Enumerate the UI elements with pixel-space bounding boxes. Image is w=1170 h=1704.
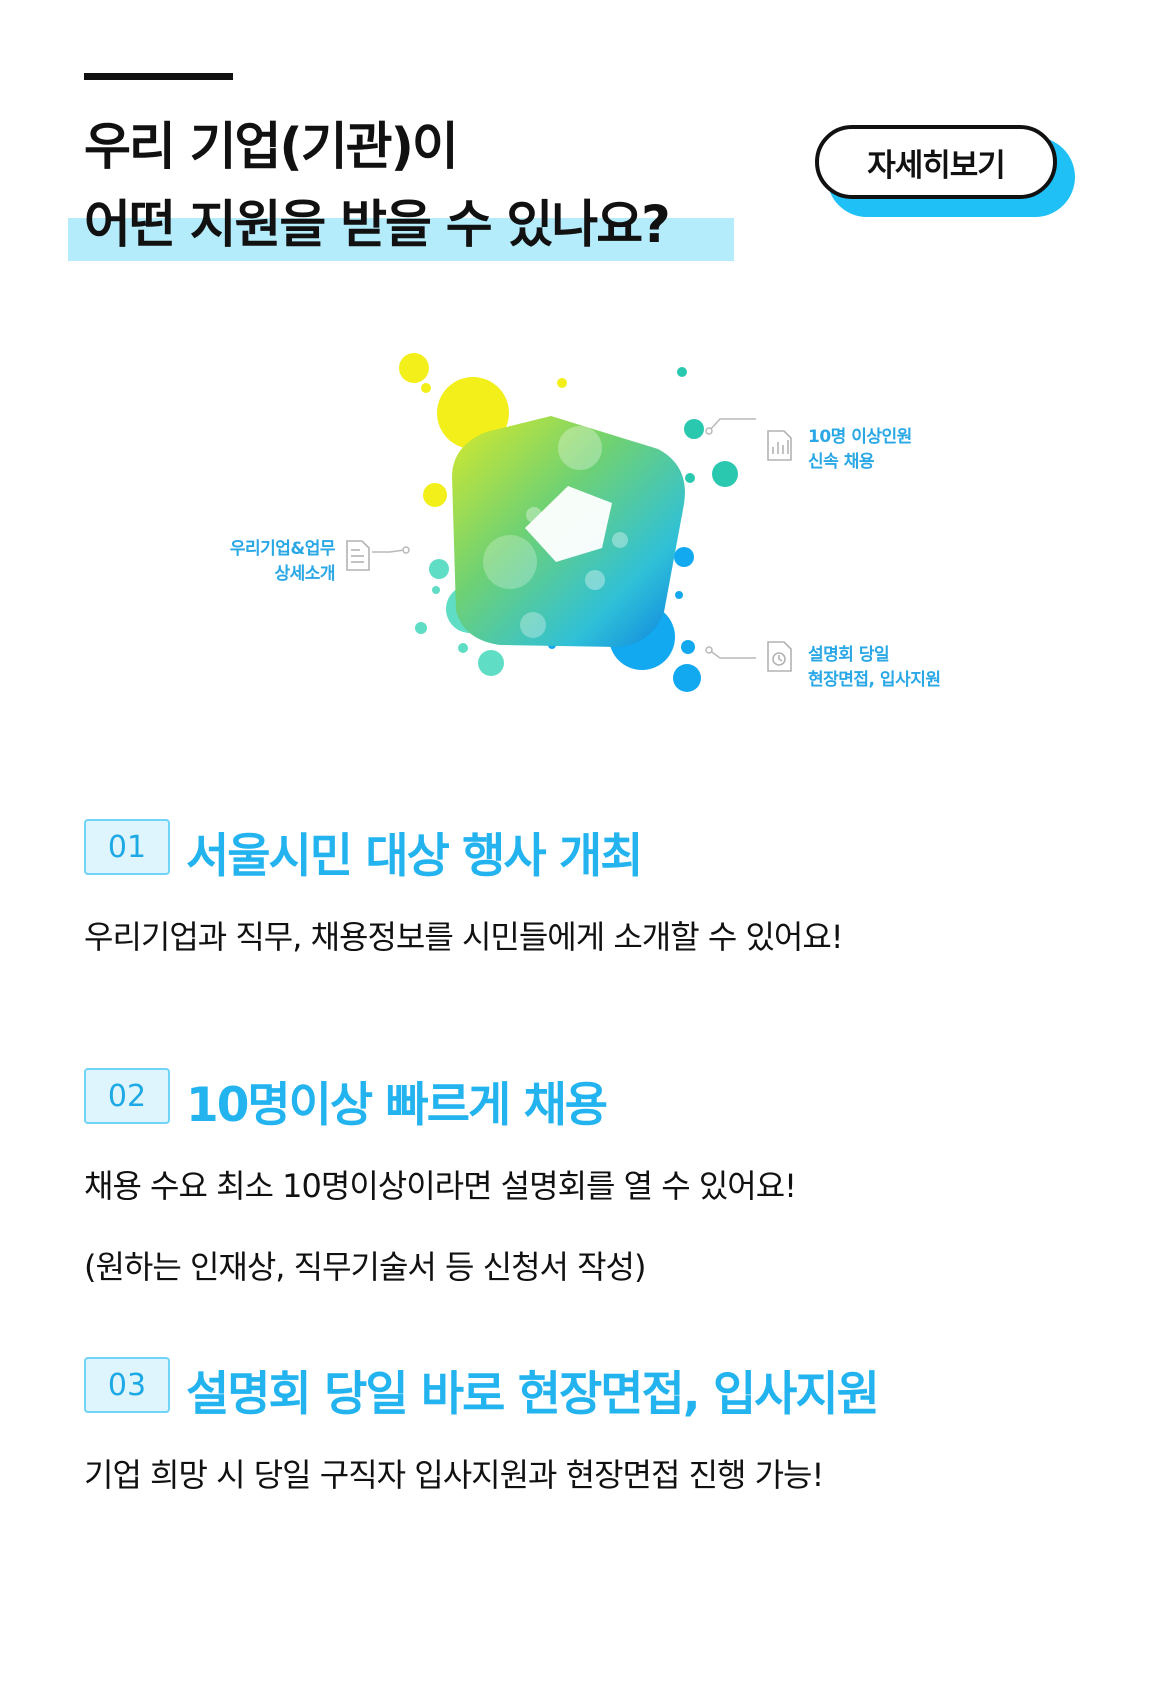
chart-document-icon — [767, 430, 792, 461]
detail-button-wrap: 자세히보기 — [815, 125, 1077, 219]
pentagon-ring — [452, 416, 685, 647]
detail-button[interactable]: 자세히보기 — [815, 125, 1057, 199]
section-body: 우리기업과 직무, 채용정보를 시민들에게 소개할 수 있어요! — [84, 918, 844, 956]
callout-company-intro-line2: 상세소개 — [274, 564, 335, 584]
callout-onsite-interview-line1: 설명회 당일 — [808, 645, 890, 665]
support-figure: 우리기업&업무 상세소개 10명 이상인원 신속 채용 설명회 당일 현장면접,… — [0, 330, 1170, 720]
section-title: 서울시민 대상 행사 개최 — [186, 829, 643, 884]
top-rule — [84, 73, 233, 80]
callout-company-intro: 우리기업&업무 상세소개 — [229, 537, 336, 587]
section-body-note: (원하는 인재상, 직무기술서 등 신청서 작성) — [84, 1248, 646, 1286]
section-title: 설명회 당일 바로 현장면접, 입사지원 — [186, 1367, 880, 1422]
pentagon-illustration — [346, 353, 792, 692]
section-title: 10명이상 빠르게 채용 — [186, 1078, 608, 1133]
page-title-line1: 우리 기업(기관)이 — [84, 118, 459, 177]
section-number-badge: 02 — [84, 1068, 170, 1124]
callout-onsite-interview-line2: 현장면접, 입사지원 — [808, 670, 941, 690]
callout-fast-hiring: 10명 이상인원 신속 채용 — [808, 425, 912, 475]
page-title-line2: 어떤 지원을 받을 수 있나요? — [84, 196, 671, 255]
callout-fast-hiring-line1: 10명 이상인원 — [808, 427, 912, 447]
clock-document-icon — [767, 641, 792, 672]
leader-lines — [372, 418, 756, 659]
document-icon — [346, 540, 370, 571]
leader-dots — [402, 427, 713, 654]
callout-onsite-interview: 설명회 당일 현장면접, 입사지원 — [808, 643, 941, 693]
section-number-badge: 03 — [84, 1357, 170, 1413]
title-highlight — [68, 218, 734, 261]
section-body: 채용 수요 최소 10명이상이라면 설명회를 열 수 있어요! — [84, 1167, 797, 1205]
callout-company-intro-line1: 우리기업&업무 — [229, 539, 336, 559]
callout-fast-hiring-line2: 신속 채용 — [808, 452, 874, 472]
section-number-badge: 01 — [84, 819, 170, 875]
section-body: 기업 희망 시 당일 구직자 입사지원과 현장면접 진행 가능! — [84, 1456, 824, 1494]
